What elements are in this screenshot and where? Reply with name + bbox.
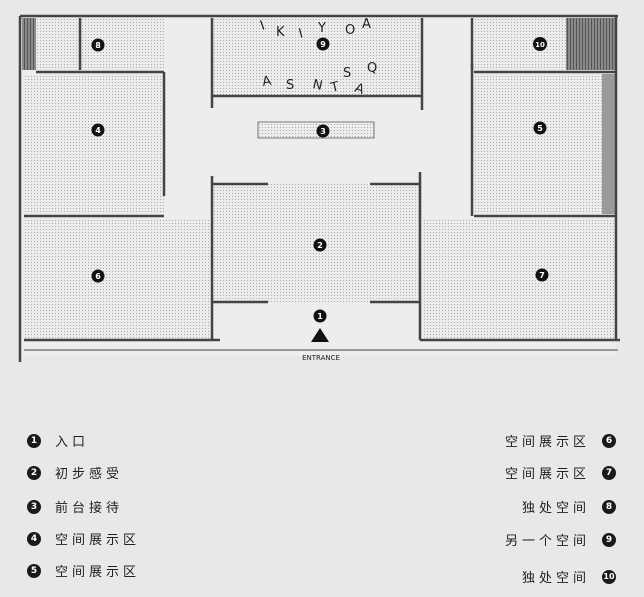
zone-4-area	[24, 74, 164, 214]
svg-text:1: 1	[317, 312, 323, 321]
svg-text:8: 8	[95, 41, 101, 50]
zone-7-area	[422, 218, 616, 340]
wall-letter: S	[286, 78, 294, 93]
plan-walls	[18, 14, 620, 362]
legend-label: 前台接待	[55, 501, 124, 516]
legend-item-5: 5 空间展示区	[27, 561, 140, 580]
legend-number: 2	[27, 465, 41, 480]
legend-number: 4	[27, 531, 41, 546]
legend-number: 6	[602, 433, 616, 448]
wall-letter: O	[345, 23, 355, 38]
zone-marker-9: 9	[316, 37, 330, 51]
legend-label: 空间展示区	[55, 565, 141, 580]
wall-letter: S	[343, 66, 351, 81]
zone-8-wall-panel	[22, 18, 36, 70]
zone-marker-7: 7	[535, 268, 549, 282]
wall-letter: A	[362, 17, 371, 32]
zone-5-wall-panel	[602, 74, 616, 214]
legend-number: 9	[602, 532, 616, 547]
zone-marker-2: 2	[313, 238, 327, 252]
zone-marker-6: 6	[91, 269, 105, 283]
zone-marker-4: 4	[91, 123, 105, 137]
legend-item-4: 4 空间展示区	[27, 529, 140, 548]
wall-letter: I	[297, 26, 305, 41]
wall-letter: A	[261, 74, 272, 90]
legend-number: 8	[602, 499, 616, 514]
wall-letter: T	[328, 79, 340, 96]
legend-item-1: 1 入口	[27, 431, 89, 450]
wall-letter: N	[311, 77, 324, 94]
legend-number: 5	[27, 563, 41, 578]
legend-item-8: 独处空间 8	[522, 497, 616, 516]
legend-number: 10	[602, 569, 616, 584]
zone-marker-8: 8	[91, 38, 105, 52]
svg-text:7: 7	[539, 271, 545, 280]
zone-9-area	[214, 18, 422, 96]
legend-item-7: 空间展示区 7	[505, 463, 616, 482]
svg-text:2: 2	[317, 241, 323, 250]
legend-label: 空间展示区	[504, 435, 590, 450]
svg-text:9: 9	[320, 40, 326, 49]
legend-item-6: 空间展示区 6	[505, 431, 616, 450]
wall-letter: I	[258, 18, 267, 33]
zone-10-wall-panel	[566, 18, 616, 70]
legend-item-9: 另一个空间 9	[505, 530, 616, 549]
floor-plan: I K I Y O A A S N T S A Q 1 2 3 4	[18, 14, 620, 362]
svg-text:10: 10	[535, 41, 545, 49]
wall-letter: Q	[367, 61, 377, 76]
zone-6-area	[24, 218, 212, 338]
zone-5-area	[474, 74, 602, 214]
legend-number: 7	[602, 465, 616, 480]
legend-item-2: 2 初步感受	[27, 463, 123, 482]
legend-label: 初步感受	[55, 467, 124, 482]
legend-item-10: 独处空间 10	[522, 567, 616, 586]
entrance-label: ENTRANCE	[302, 354, 340, 362]
legend-label: 独处空间	[521, 501, 590, 516]
zone-marker-3: 3	[316, 124, 330, 138]
legend-label: 入口	[55, 435, 90, 450]
svg-text:6: 6	[95, 272, 101, 281]
wall-letter: Y	[317, 21, 326, 36]
legend-label: 空间展示区	[504, 467, 590, 482]
wall-letter: K	[276, 25, 285, 40]
legend-number: 3	[27, 499, 41, 514]
zone-marker-5: 5	[533, 121, 547, 135]
zone-marker-1: 1	[313, 309, 327, 323]
svg-text:5: 5	[537, 124, 543, 133]
svg-text:3: 3	[320, 127, 326, 136]
zone-marker-10: 10	[533, 37, 547, 51]
legend-label: 空间展示区	[55, 533, 141, 548]
zone-3-desk	[257, 121, 375, 139]
legend-item-3: 3 前台接待	[27, 497, 123, 516]
entrance-arrow-icon	[311, 328, 329, 342]
legend-number: 1	[27, 433, 41, 448]
legend-label: 独处空间	[521, 571, 590, 586]
zone-10-area	[474, 18, 566, 70]
svg-text:4: 4	[95, 126, 101, 135]
zone-9-wall-letters: I K I Y O A A S N T S A Q	[258, 17, 377, 98]
legend-label: 另一个空间	[504, 534, 590, 549]
